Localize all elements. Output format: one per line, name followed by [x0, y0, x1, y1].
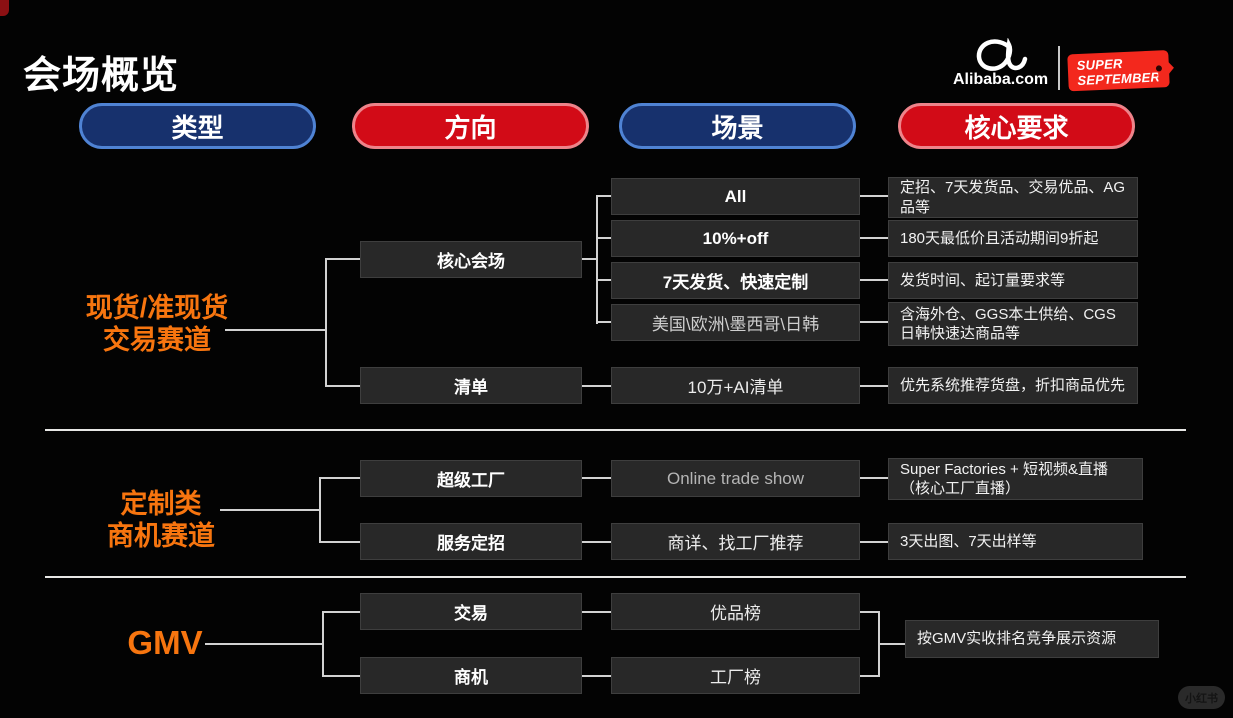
section-divider [45, 429, 1186, 431]
direction-box-trade: 交易 [360, 593, 582, 630]
scene-box-top-factories: 工厂榜 [611, 657, 860, 694]
column-header-scene: 场景 [619, 103, 856, 149]
connector [322, 611, 324, 677]
connector [319, 477, 321, 543]
connector [860, 611, 878, 613]
direction-box-list: 清单 [360, 367, 582, 404]
connector [860, 279, 888, 281]
connector [860, 541, 888, 543]
connector [860, 675, 878, 677]
connector [596, 321, 611, 323]
connector [319, 477, 360, 479]
connector [878, 643, 905, 645]
requirement-box: 180天最低价且活动期间9折起 [888, 220, 1138, 257]
requirement-box: 优先系统推荐货盘，折扣商品优先 [888, 367, 1138, 404]
connector [860, 477, 888, 479]
alibaba-logo-text: Alibaba.com [953, 71, 1049, 88]
track-label-line: 定制类 [120, 489, 202, 519]
scene-box-10off: 10%+off [611, 220, 860, 257]
track-label-line: 交易赛道 [103, 325, 211, 355]
requirement-box-gmv-shared: 按GMV实收排名竞争展示资源 [905, 620, 1159, 658]
requirement-box: 3天出图、7天出样等 [888, 523, 1143, 560]
scene-box-factory-reco: 商详、找工厂推荐 [611, 523, 860, 560]
screen-corner-artifact [0, 0, 9, 16]
badge-body: SUPER SEPTEMBER [1067, 50, 1170, 92]
track-label-gmv: GMV [60, 624, 270, 661]
direction-box-super-factory: 超级工厂 [360, 460, 582, 497]
column-header-requirement: 核心要求 [898, 103, 1135, 149]
connector [860, 195, 888, 197]
connector [322, 611, 360, 613]
scene-box-all: All [611, 178, 860, 215]
connector [220, 509, 319, 511]
alibaba-logo-icon [970, 37, 1032, 74]
scene-box-ai-list: 10万+AI清单 [611, 367, 860, 404]
track-label-custom: 定制类 商机赛道 [56, 488, 266, 552]
requirement-box: 发货时间、起订量要求等 [888, 262, 1138, 299]
scene-box-top-products: 优品榜 [611, 593, 860, 630]
connector [319, 541, 360, 543]
section-divider [45, 576, 1186, 578]
brand-separator [1058, 46, 1060, 90]
connector [860, 237, 888, 239]
track-label-spot: 现货/准现货 交易赛道 [52, 292, 262, 356]
badge-line2: SEPTEMBER [1077, 68, 1161, 88]
connector [322, 675, 360, 677]
connector [582, 675, 611, 677]
track-label-line: 商机赛道 [107, 521, 215, 551]
connector [596, 195, 611, 197]
scene-box-online-trade-show: Online trade show [611, 460, 860, 497]
connector [582, 611, 611, 613]
connector [325, 258, 360, 260]
connector [325, 259, 327, 387]
column-header-direction: 方向 [352, 103, 589, 149]
scene-box-7day: 7天发货、快速定制 [611, 262, 860, 299]
connector [582, 477, 611, 479]
connector [205, 643, 322, 645]
requirement-box: 定招、7天发货品、交易优品、AG品等 [888, 177, 1138, 218]
requirement-box: Super Factories + 短视频&直播（核心工厂直播） [888, 458, 1143, 500]
connector [860, 385, 888, 387]
xiaohongshu-watermark: 小红书 [1178, 686, 1225, 709]
page-title: 会场概览 [23, 55, 180, 97]
connector [225, 329, 325, 331]
connector [582, 258, 596, 260]
connector [596, 237, 611, 239]
track-label-line: 现货/准现货 [85, 293, 229, 323]
column-header-type: 类型 [79, 103, 316, 149]
track-label-line: GMV [127, 624, 203, 661]
connector [582, 385, 611, 387]
super-september-badge: SUPER SEPTEMBER [1067, 49, 1179, 92]
connector [582, 541, 611, 543]
direction-box-service-dingzhao: 服务定招 [360, 523, 582, 560]
connector [860, 321, 888, 323]
connector [325, 385, 360, 387]
connector [596, 279, 611, 281]
connector [596, 195, 598, 324]
direction-box-opportunity: 商机 [360, 657, 582, 694]
direction-box-core-venue: 核心会场 [360, 241, 582, 278]
scene-box-regions: 美国\欧洲\墨西哥\日韩 [611, 304, 860, 341]
requirement-box: 含海外仓、GGS本土供给、CGS日韩快速达商品等 [888, 302, 1138, 346]
